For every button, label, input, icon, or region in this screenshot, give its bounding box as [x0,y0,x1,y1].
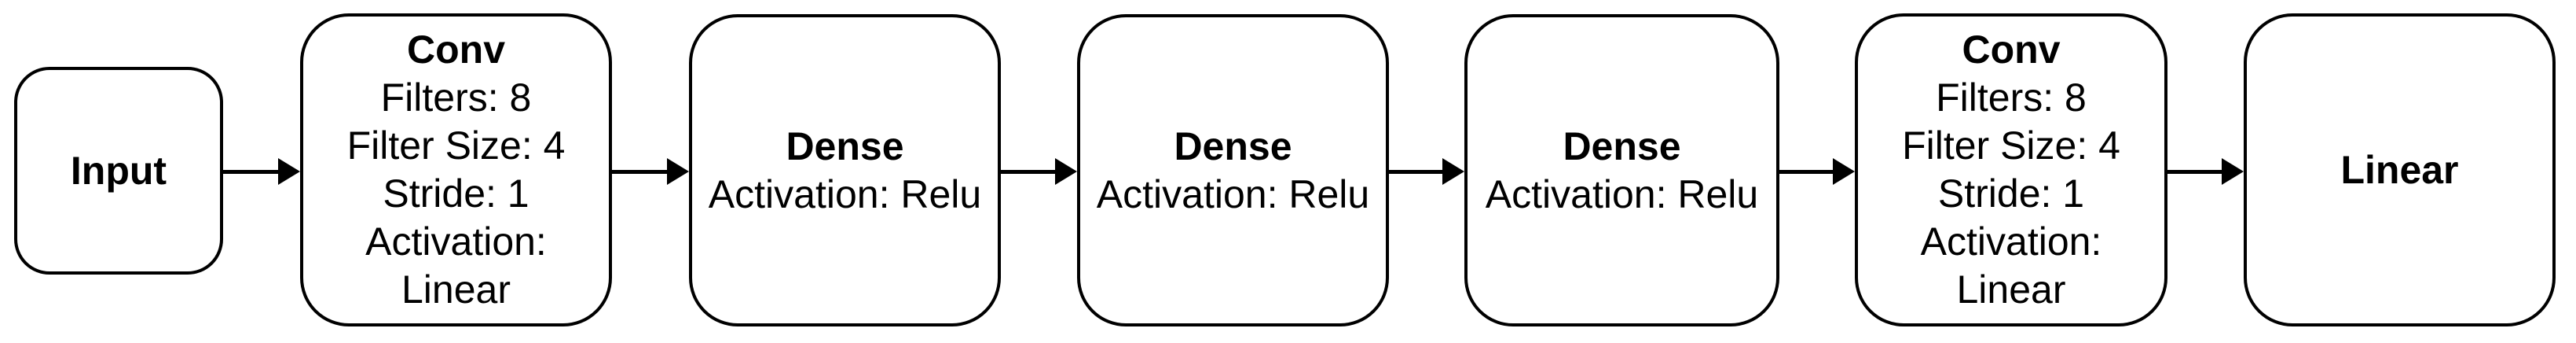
arrow-shaft [612,170,670,174]
node-linear: Linear [2244,13,2556,326]
node-attribute: Activation: Relu [1096,172,1370,216]
node-title: Conv [1962,28,2061,72]
node-attribute: Filters: 8 [380,76,532,120]
node-attribute: Filter Size: 4 [346,124,566,168]
node-conv-1: Conv Filters: 8 Filter Size: 4 Stride: 1… [300,13,612,326]
node-title: Input [70,148,167,193]
node-dense-3: Dense Activation: Relu [1464,14,1779,326]
arrow-dense2-to-dense3 [1389,157,1464,186]
arrow-dense1-to-dense2 [1001,157,1077,186]
arrow-shaft [223,170,281,174]
node-input: Input [14,67,223,275]
arrow-shaft [1389,170,1446,174]
node-attribute: Activation: [365,219,547,264]
arrow-shaft [1001,170,1058,174]
arrowhead-icon [1055,158,1077,185]
arrow-shaft [2167,170,2225,174]
node-attribute: Linear [401,267,511,312]
node-attribute: Stride: 1 [383,172,529,216]
node-attribute: Activation: [1920,219,2102,264]
arrowhead-icon [1833,158,1855,185]
node-attribute: Activation: Relu [708,172,982,216]
arrow-dense3-to-conv2 [1779,157,1855,186]
node-attribute: Activation: Relu [1485,172,1759,216]
node-title: Linear [2340,147,2459,192]
node-conv-2: Conv Filters: 8 Filter Size: 4 Stride: 1… [1855,13,2167,326]
arrowhead-icon [667,158,689,185]
node-attribute: Filter Size: 4 [1902,124,2120,168]
node-attribute: Stride: 1 [1937,172,2085,216]
node-title: Dense [1174,124,1292,168]
node-dense-2: Dense Activation: Relu [1077,14,1389,326]
arrowhead-icon [1442,158,1464,185]
node-dense-1: Dense Activation: Relu [689,14,1001,326]
node-title: Dense [1563,124,1681,168]
arrow-input-to-conv1 [223,157,300,186]
node-title: Dense [786,124,904,168]
node-attribute: Filters: 8 [1936,76,2087,120]
arrowhead-icon [2222,158,2244,185]
arrow-conv2-to-linear [2167,157,2244,186]
arrow-shaft [1779,170,1836,174]
node-title: Conv [407,28,505,72]
arrow-conv1-to-dense1 [612,157,689,186]
node-attribute: Linear [1956,267,2066,312]
arrowhead-icon [278,158,300,185]
